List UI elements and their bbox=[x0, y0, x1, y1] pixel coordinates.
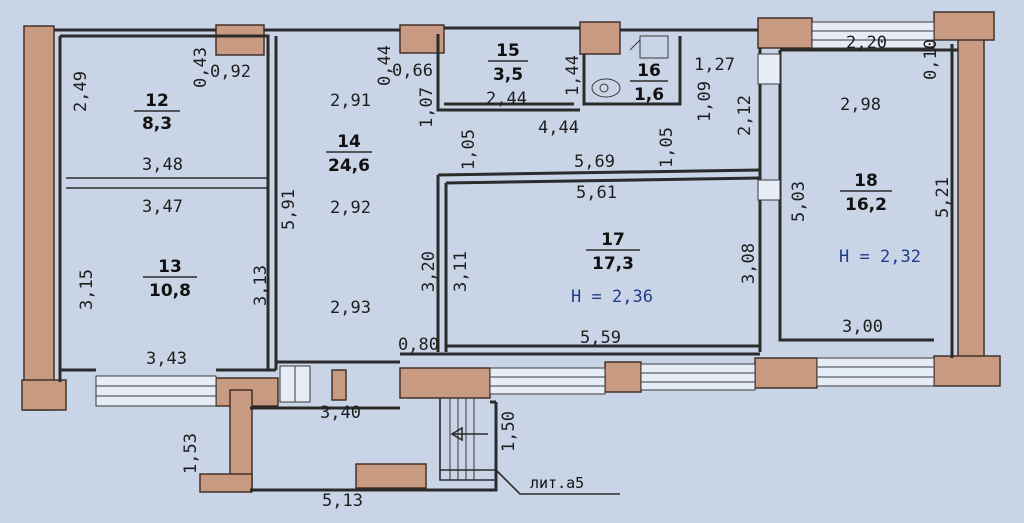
dim-2-49: 2,49 bbox=[71, 71, 91, 112]
dimension-labels: 2,49 0,43 0,92 3,48 3,47 3,15 3,13 5,91 … bbox=[71, 33, 953, 511]
pier-bottom-6 bbox=[933, 355, 1001, 387]
room-labels: 12 8,3 13 10,8 14 24,6 15 3,5 16 1,6 17 … bbox=[134, 41, 921, 307]
dim-2-91: 2,91 bbox=[330, 91, 371, 111]
room-14-number: 14 bbox=[337, 132, 361, 152]
dim-1-05-left: 1,05 bbox=[459, 129, 479, 170]
pier-bottom-3 bbox=[399, 367, 491, 399]
window-bottom-3 bbox=[640, 363, 756, 391]
room-14-area: 24,6 bbox=[328, 156, 370, 176]
dim-2-12: 2,12 bbox=[735, 95, 755, 136]
room-16-number: 16 bbox=[637, 61, 661, 81]
right-outer-wall bbox=[957, 29, 985, 361]
room-15-area: 3,5 bbox=[493, 65, 523, 85]
dim-0-43: 0,43 bbox=[191, 47, 211, 88]
dim-3-48: 3,48 bbox=[142, 155, 183, 175]
dim-2-20: 2,20 bbox=[846, 33, 887, 53]
dim-3-40: 3,40 bbox=[320, 403, 361, 423]
dim-1-44: 1,44 bbox=[563, 55, 583, 96]
room-13-area: 10,8 bbox=[149, 281, 191, 301]
dim-5-61: 5,61 bbox=[576, 183, 617, 203]
dim-5-91: 5,91 bbox=[279, 189, 299, 230]
window-top-right bbox=[811, 21, 935, 49]
room-12-number: 12 bbox=[145, 91, 169, 111]
lit-annotation: лит.а5 bbox=[530, 474, 584, 492]
room-15-number: 15 bbox=[496, 41, 520, 61]
dim-5-21: 5,21 bbox=[933, 177, 953, 218]
dim-5-13: 5,13 bbox=[322, 491, 363, 511]
window-bottom-4 bbox=[816, 357, 935, 387]
dim-3-20: 3,20 bbox=[419, 251, 439, 292]
dim-1-07: 1,07 bbox=[417, 87, 437, 128]
dim-2-98: 2,98 bbox=[840, 95, 881, 115]
room-17-area: 17,3 bbox=[592, 254, 634, 274]
dim-4-44: 4,44 bbox=[538, 118, 579, 138]
dim-2-93: 2,93 bbox=[330, 298, 371, 318]
dim-0-44: 0,44 bbox=[375, 45, 395, 86]
dim-0-66: 0,66 bbox=[392, 61, 433, 81]
pier-bottom-left bbox=[21, 379, 67, 411]
pier-bottom-5 bbox=[754, 357, 818, 389]
dim-2-44: 2,44 bbox=[486, 89, 527, 109]
pier-bottom-2 bbox=[331, 369, 347, 401]
left-outer-wall bbox=[23, 25, 55, 411]
dim-3-00: 3,00 bbox=[842, 317, 883, 337]
dim-5-69: 5,69 bbox=[574, 152, 615, 172]
room-13-number: 13 bbox=[158, 257, 182, 277]
room-17-number: 17 bbox=[601, 230, 625, 250]
dim-1-05-right: 1,05 bbox=[657, 127, 677, 168]
dim-3-08: 3,08 bbox=[739, 243, 759, 284]
room-18-number: 18 bbox=[854, 171, 878, 191]
vestibule-pier-mid bbox=[355, 463, 427, 489]
dim-3-15: 3,15 bbox=[77, 269, 97, 310]
room-17-height: H = 2,36 bbox=[571, 287, 653, 307]
dim-1-09: 1,09 bbox=[695, 81, 715, 122]
dim-0-10: 0,10 bbox=[921, 39, 941, 80]
dim-0-92: 0,92 bbox=[210, 62, 251, 82]
room-16-area: 1,6 bbox=[634, 85, 664, 105]
pier-bottom-4 bbox=[604, 361, 642, 393]
dim-3-43: 3,43 bbox=[146, 349, 187, 369]
dim-5-59: 5,59 bbox=[580, 328, 621, 348]
dim-3-47: 3,47 bbox=[142, 197, 183, 217]
room-18-area: 16,2 bbox=[845, 195, 887, 215]
stair-details bbox=[279, 35, 781, 495]
dim-1-53: 1,53 bbox=[181, 433, 201, 474]
room-12-area: 8,3 bbox=[142, 114, 172, 134]
windows bbox=[95, 21, 935, 407]
top-right-corner bbox=[933, 11, 995, 41]
pier-top-1 bbox=[215, 24, 265, 56]
dim-0-80: 0,80 bbox=[398, 335, 439, 355]
pier-top-4 bbox=[757, 17, 813, 49]
window-bottom-1 bbox=[95, 375, 217, 407]
dim-2-92: 2,92 bbox=[330, 198, 371, 218]
dim-5-03: 5,03 bbox=[789, 181, 809, 222]
pier-top-3 bbox=[579, 21, 621, 55]
dim-3-11: 3,11 bbox=[451, 251, 471, 292]
room-18-height: H = 2,32 bbox=[839, 247, 921, 267]
dim-1-50: 1,50 bbox=[499, 411, 519, 452]
dim-1-27: 1,27 bbox=[694, 55, 735, 75]
wall-piers bbox=[21, 11, 1001, 493]
window-bottom-2 bbox=[489, 367, 606, 395]
vestibule-wall-bottom bbox=[199, 473, 253, 493]
dim-3-13: 3,13 bbox=[251, 265, 271, 306]
